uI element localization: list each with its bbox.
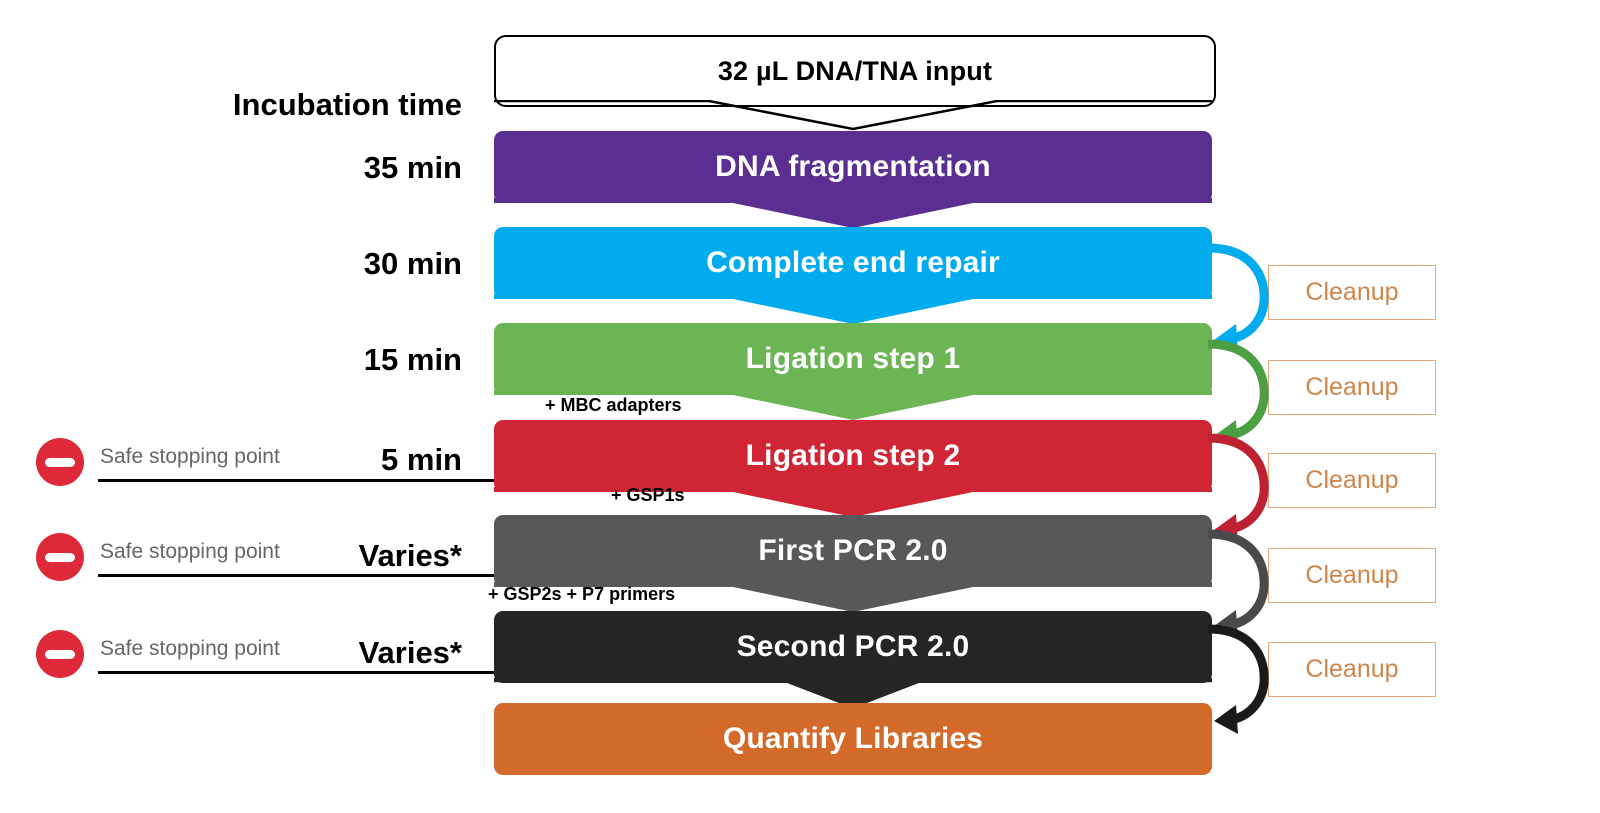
no-entry-icon xyxy=(36,438,84,486)
cleanup-label: Cleanup xyxy=(1305,278,1399,306)
step-band-first-pcr: First PCR 2.0 xyxy=(494,515,1212,587)
input-box-label: 32 µL DNA/TNA input xyxy=(717,55,993,86)
cleanup-label: Cleanup xyxy=(1305,561,1399,589)
step-label: First PCR 2.0 xyxy=(758,534,948,567)
cleanup-box-5[interactable]: Cleanup xyxy=(1268,642,1436,697)
cleanup-label: Cleanup xyxy=(1305,373,1399,401)
step-band-complete-end-repair: Complete end repair xyxy=(494,227,1212,299)
step-label: Quantify Libraries xyxy=(722,722,984,755)
safe-stopping-point-label: Safe stopping point xyxy=(100,637,280,660)
chevron-step-1 xyxy=(494,198,1212,230)
cleanup-box-2[interactable]: Cleanup xyxy=(1268,360,1436,415)
time-label-step-4: 5 min xyxy=(381,442,462,477)
loop-arrow-5 xyxy=(1206,621,1272,737)
no-entry-icon xyxy=(36,630,84,678)
time-label-step-3: 15 min xyxy=(363,342,462,377)
chevron-step-2 xyxy=(494,294,1212,326)
chevron-step-4 xyxy=(494,487,1212,519)
step-label: Ligation step 2 xyxy=(745,439,961,472)
cleanup-box-1[interactable]: Cleanup xyxy=(1268,265,1436,320)
step-label: DNA fragmentation xyxy=(715,150,991,183)
chevron-step-3 xyxy=(494,390,1212,422)
step-band-ligation-step-2: Ligation step 2 xyxy=(494,420,1212,492)
time-label-step-5: Varies* xyxy=(358,538,462,573)
chevron-step-6 xyxy=(494,678,1212,716)
annotation-gsp1s: + GSP1s xyxy=(611,485,685,505)
safe-stopping-point-rule xyxy=(98,671,502,674)
incubation-time-heading: Incubation time xyxy=(232,87,462,122)
no-entry-icon xyxy=(36,533,84,581)
cleanup-box-3[interactable]: Cleanup xyxy=(1268,453,1436,508)
input-box: 32 µL DNA/TNA input xyxy=(494,35,1216,107)
step-label: Second PCR 2.0 xyxy=(736,630,970,663)
annotation-gsp2s-p7-primers: + GSP2s + P7 primers xyxy=(488,584,676,604)
safe-stopping-point-label: Safe stopping point xyxy=(100,445,280,468)
chevron-input xyxy=(494,100,1212,132)
time-label-step-6: Varies* xyxy=(358,635,462,670)
chevron-step-5 xyxy=(494,582,1212,614)
safe-stopping-point-row-1: Safe stopping point xyxy=(36,430,502,490)
cleanup-box-4[interactable]: Cleanup xyxy=(1268,548,1436,603)
step-band-quantify-libraries: Quantify Libraries xyxy=(494,703,1212,775)
step-label: Ligation step 1 xyxy=(745,342,961,375)
step-band-ligation-step-1: Ligation step 1 xyxy=(494,323,1212,395)
cleanup-label: Cleanup xyxy=(1305,655,1399,683)
annotation-mbc-adapters: + MBC adapters xyxy=(545,395,682,415)
safe-stopping-point-row-3: Safe stopping point xyxy=(36,622,502,682)
time-label-step-1: 35 min xyxy=(363,150,462,185)
safe-stopping-point-label: Safe stopping point xyxy=(100,540,280,563)
safe-stopping-point-row-2: Safe stopping point xyxy=(36,525,502,585)
safe-stopping-point-rule xyxy=(98,574,502,577)
step-label: Complete end repair xyxy=(706,246,1000,279)
step-band-dna-fragmentation: DNA fragmentation xyxy=(494,131,1212,203)
safe-stopping-point-rule xyxy=(98,479,502,482)
time-label-step-2: 30 min xyxy=(363,246,462,281)
step-band-second-pcr: Second PCR 2.0 xyxy=(494,611,1212,683)
cleanup-label: Cleanup xyxy=(1305,466,1399,494)
